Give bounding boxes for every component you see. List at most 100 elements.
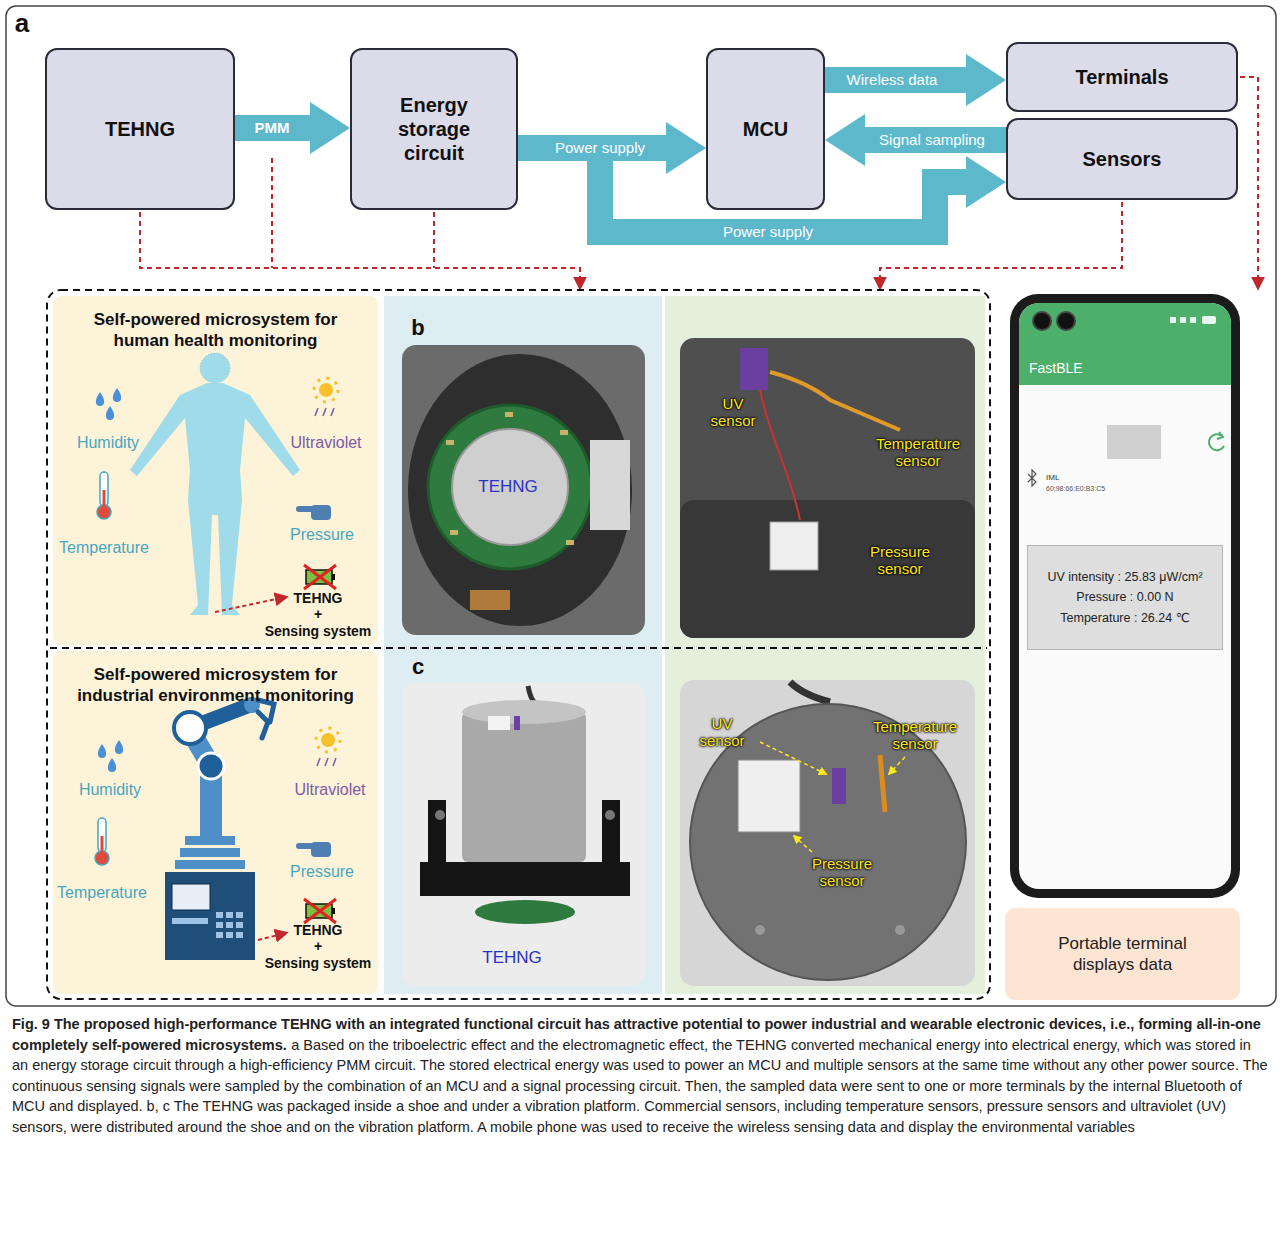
arrow-label: Power supply [552, 139, 648, 157]
platform-photo [435, 810, 445, 820]
arrow-shaft [864, 127, 1006, 153]
phone-illustration [1019, 303, 1231, 889]
crossed-battery-icon [304, 565, 336, 589]
robot-arm [236, 922, 243, 928]
press-icon [296, 842, 331, 857]
shoe-sensor-photo [680, 500, 975, 638]
phone-illustration [1057, 312, 1075, 330]
robot-arm [258, 700, 274, 738]
platform-photo [605, 810, 615, 820]
platform-sensor-photo [895, 925, 905, 935]
robot-arm [174, 712, 206, 744]
shoe-photo [505, 412, 513, 417]
shoe-photo [560, 430, 568, 435]
shoe-photo [446, 440, 454, 445]
panel-letter: c [412, 654, 424, 679]
panel-background [384, 296, 662, 994]
humidity-icon [96, 388, 121, 420]
robot-arm [198, 753, 224, 779]
humidity-icon [115, 740, 123, 754]
shoe-photo [566, 540, 574, 545]
platform-photo [462, 712, 586, 862]
robot-arm [180, 848, 240, 857]
figure-label: Ultraviolet [294, 781, 365, 799]
shoe-sensor-photo [760, 390, 800, 520]
figure-label: Ultraviolet [290, 434, 361, 452]
thermometer-icon [97, 472, 111, 519]
node-text: Portable terminal displays data [1033, 933, 1212, 976]
shoe-photo [450, 530, 458, 535]
system-block: TEHNG [45, 48, 235, 210]
humidity-icon [96, 392, 104, 406]
figure-label: 60:98:66:E0:B3:C5 [1046, 485, 1105, 493]
shoe-sensor-photo [680, 338, 975, 638]
sun-icon [317, 758, 336, 766]
human-figure [130, 353, 300, 615]
platform-sensor-photo [880, 755, 885, 812]
system-block: Energy storage circuit [350, 48, 518, 210]
press-icon [296, 505, 331, 520]
sensor-callout: Temperature sensor [865, 718, 965, 753]
leader-line [1240, 77, 1258, 288]
human-figure [200, 353, 230, 383]
crossed-battery-icon [304, 899, 336, 923]
phone-illustration [1033, 312, 1051, 330]
crossed-battery-icon [332, 908, 335, 914]
phone-illustration [1190, 317, 1196, 323]
node-text: Terminals [1076, 65, 1169, 89]
platform-sensor-photo [832, 768, 846, 804]
figure-label: Humidity [77, 434, 139, 452]
platform-sensor-photo [690, 704, 966, 980]
sensor-callout: UV sensor [702, 395, 764, 430]
app-title-bar: FastBLE [1019, 303, 1231, 385]
human-figure [200, 353, 230, 383]
system-block: Sensors [1006, 118, 1238, 200]
phone-illustration [1010, 294, 1240, 898]
panel-letter: b [411, 315, 424, 340]
node-text: Self-powered microsystem for industrial … [66, 665, 366, 706]
sun-icon [321, 733, 335, 747]
arrow-head [666, 122, 706, 174]
leader-line [271, 158, 273, 268]
phone-illustration [1010, 294, 1240, 898]
figure-label: Humidity [79, 781, 141, 799]
figure-label: + [314, 606, 322, 622]
phone-illustration [1170, 317, 1176, 323]
robot-arm [236, 932, 243, 938]
sun-icon [316, 728, 340, 766]
node-text: Energy storage circuit [378, 93, 490, 165]
phone-illustration [1107, 425, 1161, 459]
dashed-group-box [47, 290, 990, 999]
sun-icon [314, 378, 338, 416]
sensor-callout: UV sensor [691, 715, 753, 750]
platform-sensor-photo [738, 760, 800, 832]
arrow-label: Signal sampling [876, 131, 988, 149]
robot-arm [175, 860, 245, 869]
robot-arm [226, 912, 233, 918]
platform-sensor-photo [680, 680, 975, 986]
press-icon [311, 842, 331, 857]
phone-illustration [1180, 317, 1186, 323]
shoe-photo [470, 590, 510, 610]
phone-illustration [1019, 303, 1231, 385]
figure-label: IML [1046, 473, 1059, 482]
phone-illustration [1028, 470, 1036, 486]
panel-background [53, 296, 378, 645]
shoe-photo [452, 429, 568, 545]
leader-line [258, 933, 286, 940]
figure-label: TEHNG [294, 590, 343, 606]
platform-sensor-photo [794, 836, 812, 852]
figure-label: Pressure [290, 863, 354, 881]
platform-sensor-photo [889, 757, 905, 774]
sensor-callout: Pressure sensor [860, 543, 940, 578]
phone-illustration [1170, 316, 1216, 324]
flow-arrow [825, 54, 1006, 106]
flow-arrow [235, 102, 350, 154]
shoe-photo [446, 412, 574, 545]
figure-label: TEHNG [482, 948, 542, 968]
crossed-battery-icon [332, 574, 335, 580]
system-block: MCU [706, 48, 825, 210]
figure-label: TEHNG [294, 922, 343, 938]
sensor-callout: Temperature sensor [868, 435, 968, 470]
robot-arm [172, 918, 208, 924]
